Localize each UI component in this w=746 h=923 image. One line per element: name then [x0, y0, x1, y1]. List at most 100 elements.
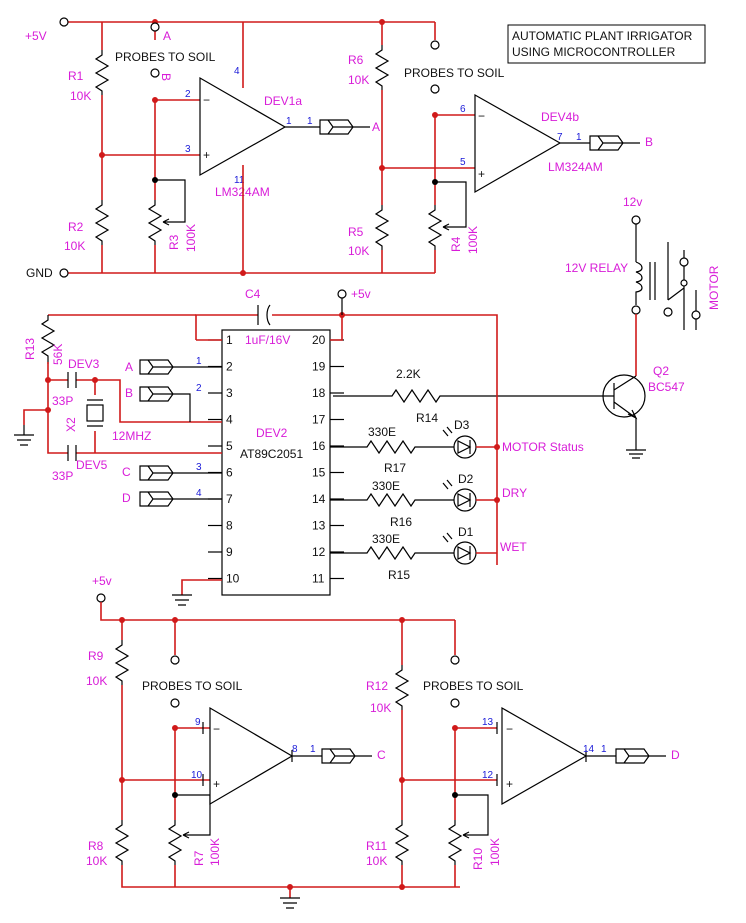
r12-name: R12 — [366, 679, 388, 693]
d3-name: D3 — [454, 418, 470, 432]
dev4b-pin-out: 7 — [557, 132, 563, 143]
r13-name: R13 — [23, 338, 37, 360]
r6-name: R6 — [348, 53, 364, 67]
d1-name: D1 — [458, 525, 474, 539]
mcu-left-pin-number: 4 — [226, 413, 233, 427]
d2-label: DRY — [502, 486, 527, 500]
r8-resistor — [114, 820, 130, 865]
r11-name: R11 — [366, 839, 387, 853]
r9-name: R9 — [88, 649, 104, 663]
r5-name: R5 — [348, 225, 364, 239]
probe-b-label: B — [159, 73, 173, 81]
r12-resistor — [394, 665, 410, 710]
dev4b-part: LM324AM — [548, 160, 603, 174]
c4-capacitor — [257, 304, 271, 326]
d1-label: WET — [500, 540, 527, 554]
mcu-ground — [172, 594, 192, 606]
r17-name: R17 — [384, 461, 406, 475]
mcu-body — [221, 329, 331, 596]
r2-value: 10K — [64, 239, 85, 253]
q2-ground — [626, 418, 646, 459]
r3-name: R3 — [167, 234, 181, 250]
mcu-right-pin-number: 12 — [312, 545, 326, 559]
mcu-part: AT89C2051 — [240, 447, 303, 461]
d2-led — [453, 488, 477, 512]
svg-text:−: − — [506, 722, 513, 736]
opamp-c — [209, 706, 294, 806]
r2-resistor — [94, 200, 110, 245]
opamp-c-pin-out: 8 — [292, 744, 298, 755]
gnd-label: GND — [26, 266, 53, 280]
probe-c-bottom-terminal — [170, 698, 180, 708]
r9-resistor — [114, 640, 130, 685]
plus5v-bottom-label: +5v — [92, 574, 112, 588]
r16-value: 330E — [372, 479, 400, 493]
r9-value: 10K — [86, 674, 107, 688]
relay-label: 12V RELAY — [565, 261, 628, 275]
c4-value: 1uF/16V — [245, 333, 290, 347]
probe-d-bottom-terminal — [450, 698, 460, 708]
bottom-ground — [280, 897, 300, 909]
mcu-right-pin-number: 17 — [312, 413, 326, 427]
r15-value: 330E — [372, 532, 400, 546]
relay-coil — [635, 261, 643, 305]
dev1a-name: DEV1a — [264, 94, 302, 108]
d2-name: D2 — [458, 472, 474, 486]
c4-name: C4 — [245, 287, 261, 301]
r4-value: 100K — [466, 226, 480, 254]
mcu-right-pin-number: 14 — [312, 492, 326, 506]
r13-resistor — [40, 315, 56, 364]
r11-resistor — [394, 820, 410, 865]
r4-potentiometer — [427, 205, 443, 250]
r12-value: 10K — [370, 701, 391, 715]
svg-text:−: − — [478, 109, 485, 123]
dev1a-pin-inv: 2 — [185, 89, 191, 100]
dev1a-pin-gnd: 11 — [234, 175, 245, 186]
mcu-in-b-pin: 2 — [196, 383, 202, 394]
comparator-b-section: R6 10K R5 10K PROBES TO SOIL R4 100K − +… — [348, 19, 653, 273]
r2-name: R2 — [68, 220, 84, 234]
conn-b-label: B — [645, 135, 653, 149]
opamp-d-pin-noninv: 12 — [482, 770, 494, 781]
dev1a-pin-noninv: 3 — [185, 144, 191, 155]
probes-label-3: PROBES TO SOIL — [142, 679, 243, 693]
mcu-right-pin-number: 18 — [312, 386, 326, 400]
r14-resistor — [333, 388, 614, 404]
conn-a-pin: 1 — [307, 116, 313, 127]
mcu-right-pin-number: 15 — [312, 466, 326, 480]
r3-potentiometer — [147, 200, 163, 245]
opamp-d — [501, 706, 588, 806]
probe-a-label: A — [163, 29, 171, 43]
r6-value: 10K — [348, 73, 369, 87]
r10-value: 100K — [488, 838, 502, 866]
probe-b-top-terminal — [430, 40, 440, 50]
mcu-in-d-label: D — [122, 491, 131, 505]
mcu-in-c-label: C — [122, 465, 131, 479]
plus5v-bottom-terminal — [96, 593, 106, 603]
led-section: 330E R17 R14 D3 MOTOR Status 330E R16 D2… — [330, 411, 584, 582]
mcu-right-pin-number: 16 — [312, 439, 326, 453]
r5-resistor — [374, 205, 390, 250]
dev5-value: 33P — [52, 469, 73, 483]
svg-text:+: + — [203, 148, 210, 162]
dev4b-name: DEV4b — [541, 110, 579, 124]
r13-value: 56K — [51, 344, 65, 365]
mcu-left-pin-number: 8 — [226, 519, 233, 533]
mcu-input-c: C 3 — [122, 462, 222, 481]
connector-d — [615, 748, 666, 764]
x2-crystal — [86, 404, 104, 422]
mcu-left-pin-number: 1 — [226, 333, 233, 347]
title-box: AUTOMATIC PLANT IRRIGATOR USING MICROCON… — [507, 24, 706, 64]
dev1a-pin-out: 1 — [286, 116, 292, 127]
r4-name: R4 — [449, 236, 463, 252]
mcu-left-pin-number: 5 — [226, 439, 233, 453]
r14-name: R14 — [416, 411, 438, 425]
probe-d-top-terminal — [450, 655, 460, 665]
r17-value: 330E — [368, 425, 396, 439]
r8-name: R8 — [88, 839, 104, 853]
dev5-name: DEV5 — [76, 458, 108, 472]
connector-c — [321, 748, 372, 764]
probe-c-top-terminal — [170, 655, 180, 665]
mcu-left-pin-number: 7 — [226, 492, 233, 506]
probes-label-2: PROBES TO SOIL — [404, 66, 505, 80]
